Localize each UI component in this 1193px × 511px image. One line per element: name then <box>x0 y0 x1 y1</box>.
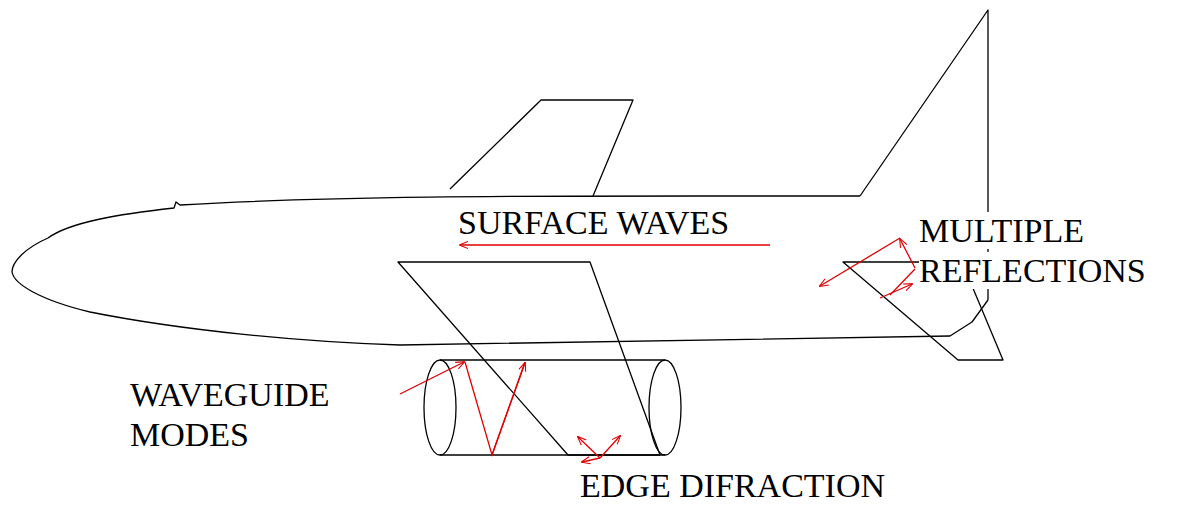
label-text: EDGE DIFRACTION <box>580 467 885 504</box>
lower-wing <box>398 262 660 455</box>
callout-label: MULTIPLE REFLECTIONS <box>919 211 1191 291</box>
waveguide-arrows <box>400 362 525 455</box>
callout-label: WAVEGUIDE MODES <box>130 375 380 455</box>
pod-cylinder <box>424 360 681 455</box>
fuselage <box>12 196 988 345</box>
reflection-arrows <box>820 238 915 298</box>
label-text: WAVEGUIDE MODES <box>130 376 330 453</box>
surface-wave-arrow <box>460 244 770 245</box>
callout-label: SURFACE WAVES <box>458 203 729 243</box>
callout-label: EDGE DIFRACTION <box>580 466 885 506</box>
diffraction-arrows <box>578 436 620 462</box>
label-text: MULTIPLE REFLECTIONS <box>919 212 1146 289</box>
upper-wing <box>450 100 633 196</box>
label-text: SURFACE WAVES <box>458 204 729 241</box>
